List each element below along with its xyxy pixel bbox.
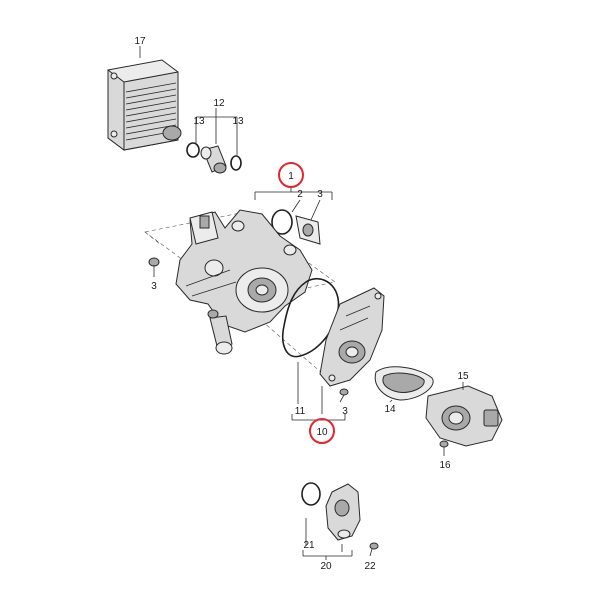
o-ring-part-13-right[interactable] (230, 155, 242, 171)
connector-part-12[interactable] (200, 145, 227, 174)
label-12: 12 (213, 98, 225, 109)
bolt-part-3-right[interactable] (339, 388, 349, 403)
o-ring-part-21[interactable] (301, 482, 321, 506)
label-3-top: 3 (317, 189, 323, 200)
label-21: 21 (303, 540, 315, 551)
pump-cover-part-10[interactable] (319, 287, 385, 387)
bolt-part-16[interactable] (439, 440, 449, 456)
label-3-bottom: 3 (342, 406, 348, 417)
label-1: 1 (288, 171, 294, 182)
highlight-ring-label-1 (278, 162, 304, 188)
label-2: 2 (297, 189, 303, 200)
label-14: 14 (384, 404, 396, 415)
label-22: 22 (364, 561, 376, 572)
seal-ring-part-2[interactable] (271, 209, 293, 235)
label-20: 20 (320, 561, 332, 572)
bolt-part-22[interactable] (369, 542, 379, 557)
gasket-part-14[interactable] (374, 366, 434, 401)
label-15: 15 (457, 371, 469, 382)
label-17: 17 (134, 36, 146, 47)
label-16: 16 (439, 460, 451, 471)
highlight-ring-label-10 (309, 418, 335, 444)
gasket-part-11[interactable] (282, 277, 340, 358)
flange-plate-part-3[interactable] (295, 215, 321, 245)
bolt-part-3-left[interactable] (148, 257, 160, 277)
oil-cooler-part-17[interactable] (107, 59, 182, 151)
pump-housing-part-1[interactable] (175, 209, 313, 355)
o-ring-part-13-left[interactable] (186, 142, 200, 158)
label-13-left: 13 (193, 116, 205, 127)
label-10: 10 (316, 427, 328, 438)
label-13-right: 13 (232, 116, 244, 127)
label-3-left: 3 (151, 281, 157, 292)
label-11: 11 (295, 406, 306, 417)
thermostat-housing-part-20[interactable] (325, 483, 361, 541)
drive-cover-part-15[interactable] (425, 385, 503, 447)
